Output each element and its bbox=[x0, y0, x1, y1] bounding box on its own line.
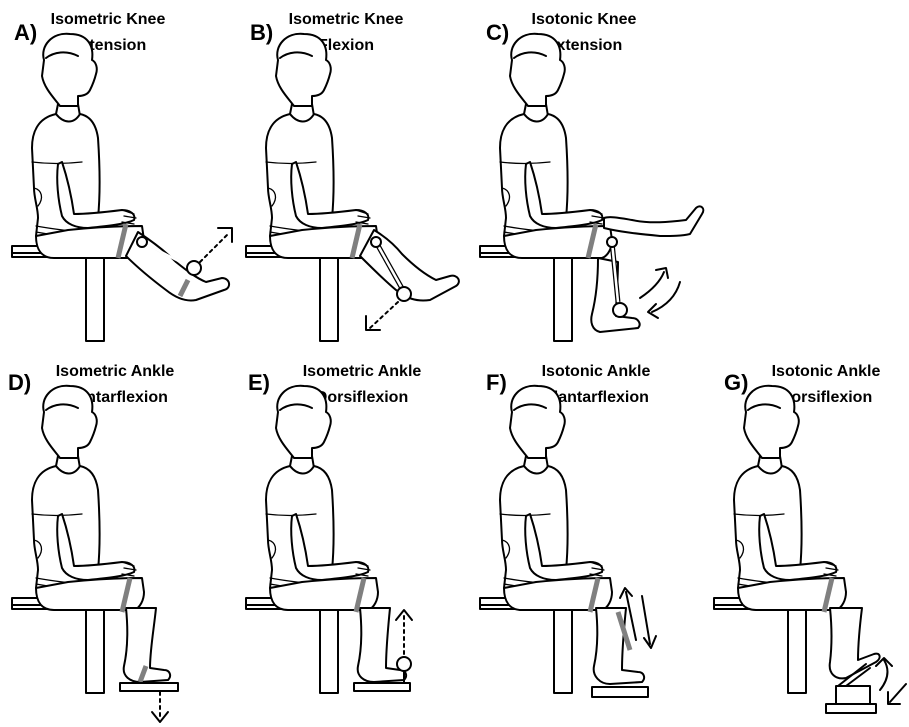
panel-a-title-line1: Isometric Knee bbox=[51, 11, 166, 28]
panel-d-title-line1: Isometric Ankle bbox=[56, 363, 175, 380]
panel-d-lower-leg bbox=[124, 608, 170, 682]
panel-c: C) Isotonic Knee Extension bbox=[480, 11, 703, 341]
panel-g-footplate bbox=[826, 704, 876, 713]
panel-c-letter: C) bbox=[486, 20, 509, 45]
panel-e-load-pad bbox=[397, 657, 411, 671]
panel-g-curve-arrow bbox=[880, 660, 887, 690]
panel-b-title-line1: Isometric Knee bbox=[289, 11, 404, 28]
panel-f-table bbox=[480, 598, 600, 693]
panel-c-knee-pivot bbox=[607, 237, 617, 247]
panel-c-title-line1: Isotonic Knee bbox=[532, 11, 637, 28]
panel-f-letter: F) bbox=[486, 370, 507, 395]
panel-a-letter: A) bbox=[14, 20, 37, 45]
panel-a-table bbox=[12, 246, 132, 341]
panel-b-force-arrow bbox=[370, 302, 398, 328]
panel-g-title-line1: Isotonic Ankle bbox=[772, 363, 881, 380]
panel-g: G) Isotonic Ankle Dorsiflexion bbox=[714, 363, 906, 713]
panel-b-arrowhead bbox=[366, 316, 380, 330]
panel-d-footplate bbox=[120, 683, 178, 691]
panel-a: A) Isometric Knee Extension bbox=[12, 11, 232, 341]
panel-f-arrow-down bbox=[642, 596, 650, 644]
panel-b-table bbox=[246, 246, 366, 341]
panel-g-person bbox=[734, 386, 846, 610]
panel-a-force-arrow bbox=[200, 234, 228, 262]
panel-g-push-arrow bbox=[890, 684, 906, 702]
panel-f-footplate bbox=[592, 687, 648, 697]
panel-c-table bbox=[480, 246, 600, 341]
panel-c-curve-arrow-up bbox=[640, 272, 664, 298]
panel-b-knee-pivot bbox=[371, 237, 381, 247]
panel-e: E) Isometric Ankle Dorsiflexion bbox=[246, 363, 421, 693]
panel-e-title-line1: Isometric Ankle bbox=[303, 363, 422, 380]
panel-g-lower-leg bbox=[830, 608, 880, 678]
panel-a-load-pad bbox=[187, 261, 201, 275]
panel-e-footplate bbox=[354, 683, 410, 691]
panel-c-load-pad bbox=[613, 303, 627, 317]
panel-d-table bbox=[12, 598, 132, 693]
panel-f: F) Isotonic Ankle Plantarflexion bbox=[480, 363, 656, 697]
panel-b: B) Isometric Knee Flexion bbox=[246, 11, 459, 341]
panel-f-arrow-up bbox=[626, 592, 636, 640]
panel-f-title-line1: Isotonic Ankle bbox=[542, 363, 651, 380]
panel-b-letter: B) bbox=[250, 20, 273, 45]
panel-e-title-line2: Dorsiflexion bbox=[316, 389, 408, 406]
panel-a-knee-pivot bbox=[137, 237, 147, 247]
panel-d-person bbox=[32, 386, 144, 610]
panel-e-lower-leg bbox=[358, 608, 406, 682]
panel-g-letter: G) bbox=[724, 370, 748, 395]
panel-e-person bbox=[266, 386, 378, 610]
panel-b-load-pad bbox=[397, 287, 411, 301]
panel-d-letter: D) bbox=[8, 370, 31, 395]
panel-g-table bbox=[714, 598, 834, 693]
panel-e-letter: E) bbox=[248, 370, 270, 395]
panel-d: D) Isometric Ankle Plantarflexion bbox=[8, 363, 178, 722]
panel-g-pedal-base bbox=[836, 686, 870, 704]
panel-a-arrowhead bbox=[218, 228, 232, 242]
panel-e-table bbox=[246, 598, 366, 693]
panel-f-person bbox=[500, 386, 612, 610]
panel-c-extended-leg bbox=[604, 206, 703, 236]
panel-c-curve-arrow-down bbox=[652, 282, 680, 312]
